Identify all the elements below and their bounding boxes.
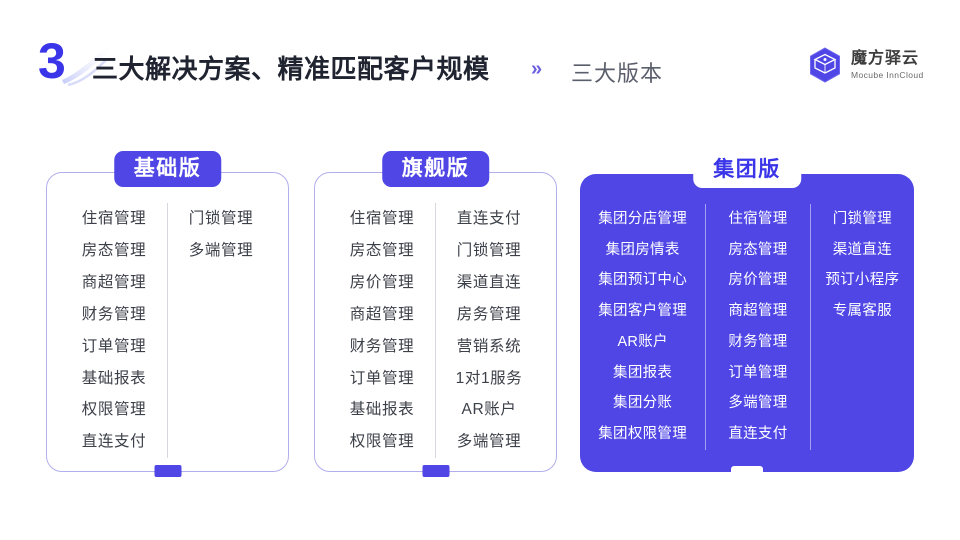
plan-card-flagship[interactable]: 旗舰版 住宿管理 房态管理 房价管理 商超管理 财务管理 订单管理 基础报表 权… [314,151,557,477]
feature-columns-flagship: 住宿管理 房态管理 房价管理 商超管理 财务管理 订单管理 基础报表 权限管理 … [315,203,556,458]
card-bottom-marker [422,465,449,477]
feature-item: 房态管理 [81,242,147,260]
feature-item: 1对1服务 [455,369,523,387]
brand-logo: 魔方驿云 Mocube InnCloud [806,46,924,84]
feature-item: 商超管理 [81,273,147,291]
card-bottom-marker [731,466,763,479]
feature-item: 房态管理 [728,241,788,258]
feature-item: 集团分账 [613,395,673,412]
feature-item: 财务管理 [349,337,415,355]
feature-item: 房价管理 [728,272,788,289]
feature-column: 门锁管理 渠道直连 预订小程序 专属客服 · · · · [809,204,914,450]
feature-item: 集团权限管理 [598,425,688,442]
feature-item: AR账户 [617,333,668,350]
section-number: 3 [38,33,66,89]
feature-columns-group: 集团分店管理 集团房情表 集团预订中心 集团客户管理 AR账户 集团报表 集团分… [580,204,914,450]
feature-item: 住宿管理 [728,211,788,228]
feature-item: 直连支付 [728,425,788,442]
feature-item: 订单管理 [728,364,788,381]
feature-item: 权限管理 [349,433,415,451]
feature-item: 基础报表 [81,369,147,387]
feature-item: 订单管理 [349,369,415,387]
feature-item: AR账户 [461,401,517,419]
plan-card-group[interactable]: 集团版 集团分店管理 集团房情表 集团预订中心 集团客户管理 AR账户 集团报表… [580,152,914,479]
feature-item: 财务管理 [728,333,788,350]
feature-item: 营销系统 [456,337,522,355]
plan-badge-basic: 基础版 [113,151,222,187]
plan-badge-group: 集团版 [693,152,801,188]
page-subtitle: 三大版本 [571,61,664,86]
feature-item: 门锁管理 [188,210,254,228]
double-chevron-icon: » [531,58,542,80]
feature-item: 直连支付 [456,210,522,228]
plan-badge-flagship: 旗舰版 [381,151,490,187]
feature-item: 基础报表 [349,401,415,419]
feature-item: 门锁管理 [456,242,522,260]
feature-item: 集团预订中心 [598,272,688,289]
feature-item: 渠道直连 [456,273,522,291]
feature-item: 集团报表 [613,364,673,381]
feature-item: 集团分店管理 [598,211,688,228]
feature-item: 住宿管理 [349,210,415,228]
cube-logo-icon [810,47,840,83]
page-header: 3 三大解决方案、精准匹配客户规模 » 三大版本 魔方驿云 Mocube Inn… [0,0,960,120]
feature-item: 权限管理 [81,401,147,419]
feature-column: 门锁管理 多端管理 [167,203,274,458]
feature-column: 住宿管理 房态管理 商超管理 财务管理 订单管理 基础报表 权限管理 直连支付 [61,203,167,458]
feature-item: 财务管理 [81,305,147,323]
feature-column: 直连支付 门锁管理 渠道直连 房务管理 营销系统 1对1服务 AR账户 多端管理 [435,203,542,458]
feature-item: 商超管理 [349,305,415,323]
feature-column: 集团分店管理 集团房情表 集团预订中心 集团客户管理 AR账户 集团报表 集团分… [580,204,705,450]
feature-item: 商超管理 [728,303,788,320]
feature-item: 集团房情表 [605,241,680,258]
plan-card-basic[interactable]: 基础版 住宿管理 房态管理 商超管理 财务管理 订单管理 基础报表 权限管理 直… [46,151,289,477]
feature-item: 直连支付 [81,433,147,451]
feature-item: 订单管理 [81,337,147,355]
feature-item: 住宿管理 [81,210,147,228]
feature-item: 多端管理 [456,433,522,451]
feature-item: 集团客户管理 [598,303,688,320]
brand-name-cn: 魔方驿云 [851,49,920,67]
feature-item: 门锁管理 [832,211,892,228]
feature-item: 房务管理 [456,305,522,323]
card-bottom-marker [154,465,181,477]
feature-item: 多端管理 [728,395,788,412]
feature-item: 多端管理 [188,242,254,260]
feature-item: 房态管理 [349,242,415,260]
feature-column: 住宿管理 房态管理 房价管理 商超管理 财务管理 订单管理 多端管理 直连支付 [705,204,809,450]
feature-columns-basic: 住宿管理 房态管理 商超管理 财务管理 订单管理 基础报表 权限管理 直连支付 … [47,203,288,458]
feature-column: 住宿管理 房态管理 房价管理 商超管理 财务管理 订单管理 基础报表 权限管理 [329,203,435,458]
feature-item: 房价管理 [349,273,415,291]
feature-item: 预订小程序 [825,272,900,289]
feature-item: 渠道直连 [832,241,892,258]
feature-item: 专属客服 [832,303,892,320]
brand-name-en: Mocube InnCloud [851,69,924,80]
page-title: 三大解决方案、精准匹配客户规模 [92,54,490,84]
